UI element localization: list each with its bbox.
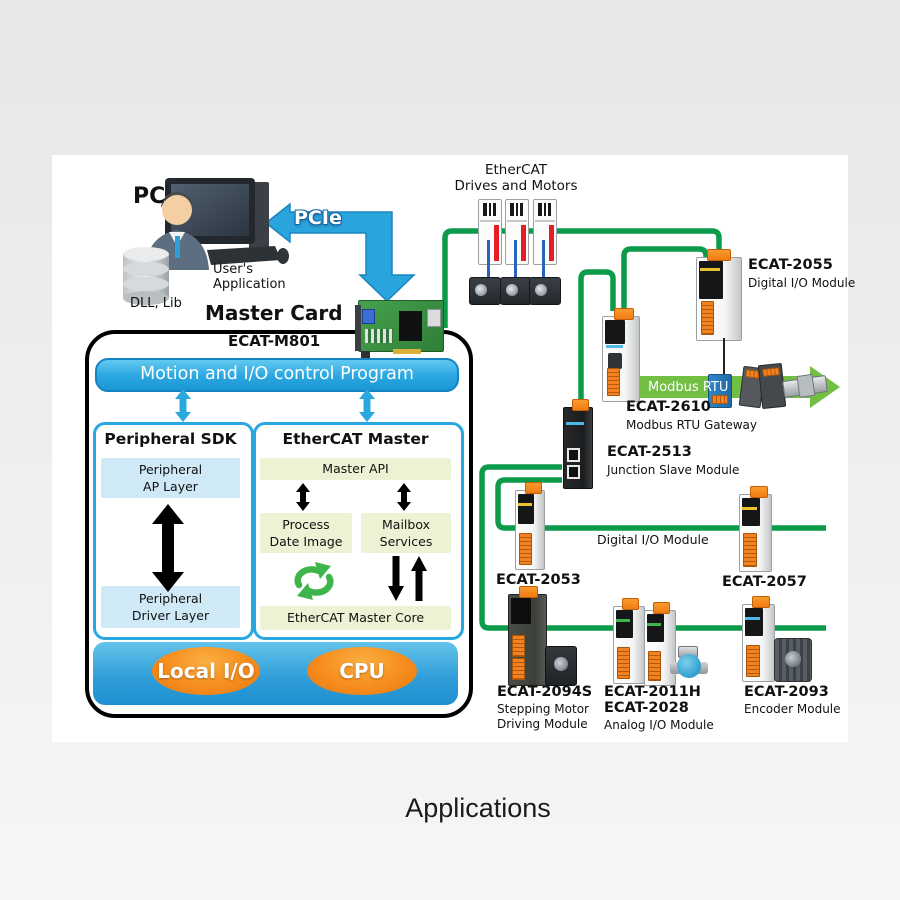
rj45-connector [750,486,768,498]
rj45-connector [622,598,639,610]
ethernet-port [567,448,580,462]
pcie-label: PCIe [294,207,342,229]
module-ecat-2094s [508,586,547,686]
master-card-board [355,300,444,366]
label-mid-row: Digital I/O Module [597,532,709,547]
module-ecat-2610 [602,308,640,402]
cpu-oval: CPU [307,647,417,695]
antenna [723,338,725,376]
label-ecat-2093: ECAT-2093 Encoder Module [744,684,841,716]
dll-lib-label: DLL, Lib [130,296,182,311]
card-component [427,309,441,327]
master-card-model: ECAT-M801 [228,332,321,350]
servo-drive-1 [478,199,502,265]
local-io-oval: Local I/O [152,647,260,695]
servo-drive-3 [533,199,557,265]
module-ecat-2011h [613,598,645,684]
label-ecat-2610: ECAT-2610 Modbus RTU Gateway [626,399,758,432]
rj45-connector [572,399,589,411]
rj45-connector [752,596,770,608]
ethernet-port [567,465,580,479]
label-ecat-2055: ECAT-2055 Digital I/O Module [748,257,856,290]
motor-cable-3 [542,240,545,278]
label-ecat-2513: ECAT-2513 Junction Slave Module [607,444,740,477]
servo-motor-2 [500,277,532,305]
motor-cable-1 [487,240,490,278]
card-port [362,309,375,324]
module-ecat-2093 [742,596,775,682]
label-ecat-2094s: ECAT-2094S Stepping Motor Driving Module [497,684,593,731]
process-data-image-box: Process Date Image [260,513,352,553]
page-caption: Applications [405,793,551,823]
stepper-motor [545,646,577,686]
label-ecat-2057: ECAT-2057 [722,574,807,590]
master-api-bar: Master API [260,458,451,480]
module-ecat-2053 [515,482,545,570]
rj45-connector [525,482,542,494]
servo-motor-1 [469,277,501,305]
servo-motor-3 [529,277,561,305]
motion-banner: Motion and I/O control Program [95,358,459,392]
card-pins [365,329,393,343]
module-ecat-2057 [739,486,772,572]
pc-label: PC [133,184,166,209]
module-ecat-2028 [644,602,676,686]
ethercat-master-core-bar: EtherCAT Master Core [260,606,451,630]
encoder-motor [774,638,812,682]
master-card-title: Master Card [205,301,343,325]
master-card-box [85,330,473,718]
rj45-connector [707,249,731,261]
rj45-connector [653,602,670,614]
card-edge-connector [393,349,421,354]
label-ecat-2011h-2028: ECAT-2011H ECAT-2028 Analog I/O Module [604,684,714,732]
rj45-connector [614,308,634,320]
servo-drive-2 [505,199,529,265]
motor-cable-2 [514,240,517,278]
mailbox-services-box: Mailbox Services [361,513,451,553]
label-ecat-2053: ECAT-2053 [496,572,581,588]
peripheral-ap-layer: Peripheral AP Layer [101,458,240,498]
module-ecat-2513 [563,399,593,489]
peripheral-sdk-title: Peripheral SDK [104,430,237,448]
peripheral-driver-layer: Peripheral Driver Layer [101,586,240,628]
users-application-label: User's Application [213,262,286,292]
card-bracket [355,305,361,351]
ethercat-master-title: EtherCAT Master [282,430,429,448]
modbus-rtu-label: Modbus RTU [648,380,729,395]
card-heatsink [399,311,422,341]
db9-connector [608,353,622,369]
module-ecat-2055 [696,249,742,341]
drives-label: EtherCAT Drives and Motors [454,162,578,195]
